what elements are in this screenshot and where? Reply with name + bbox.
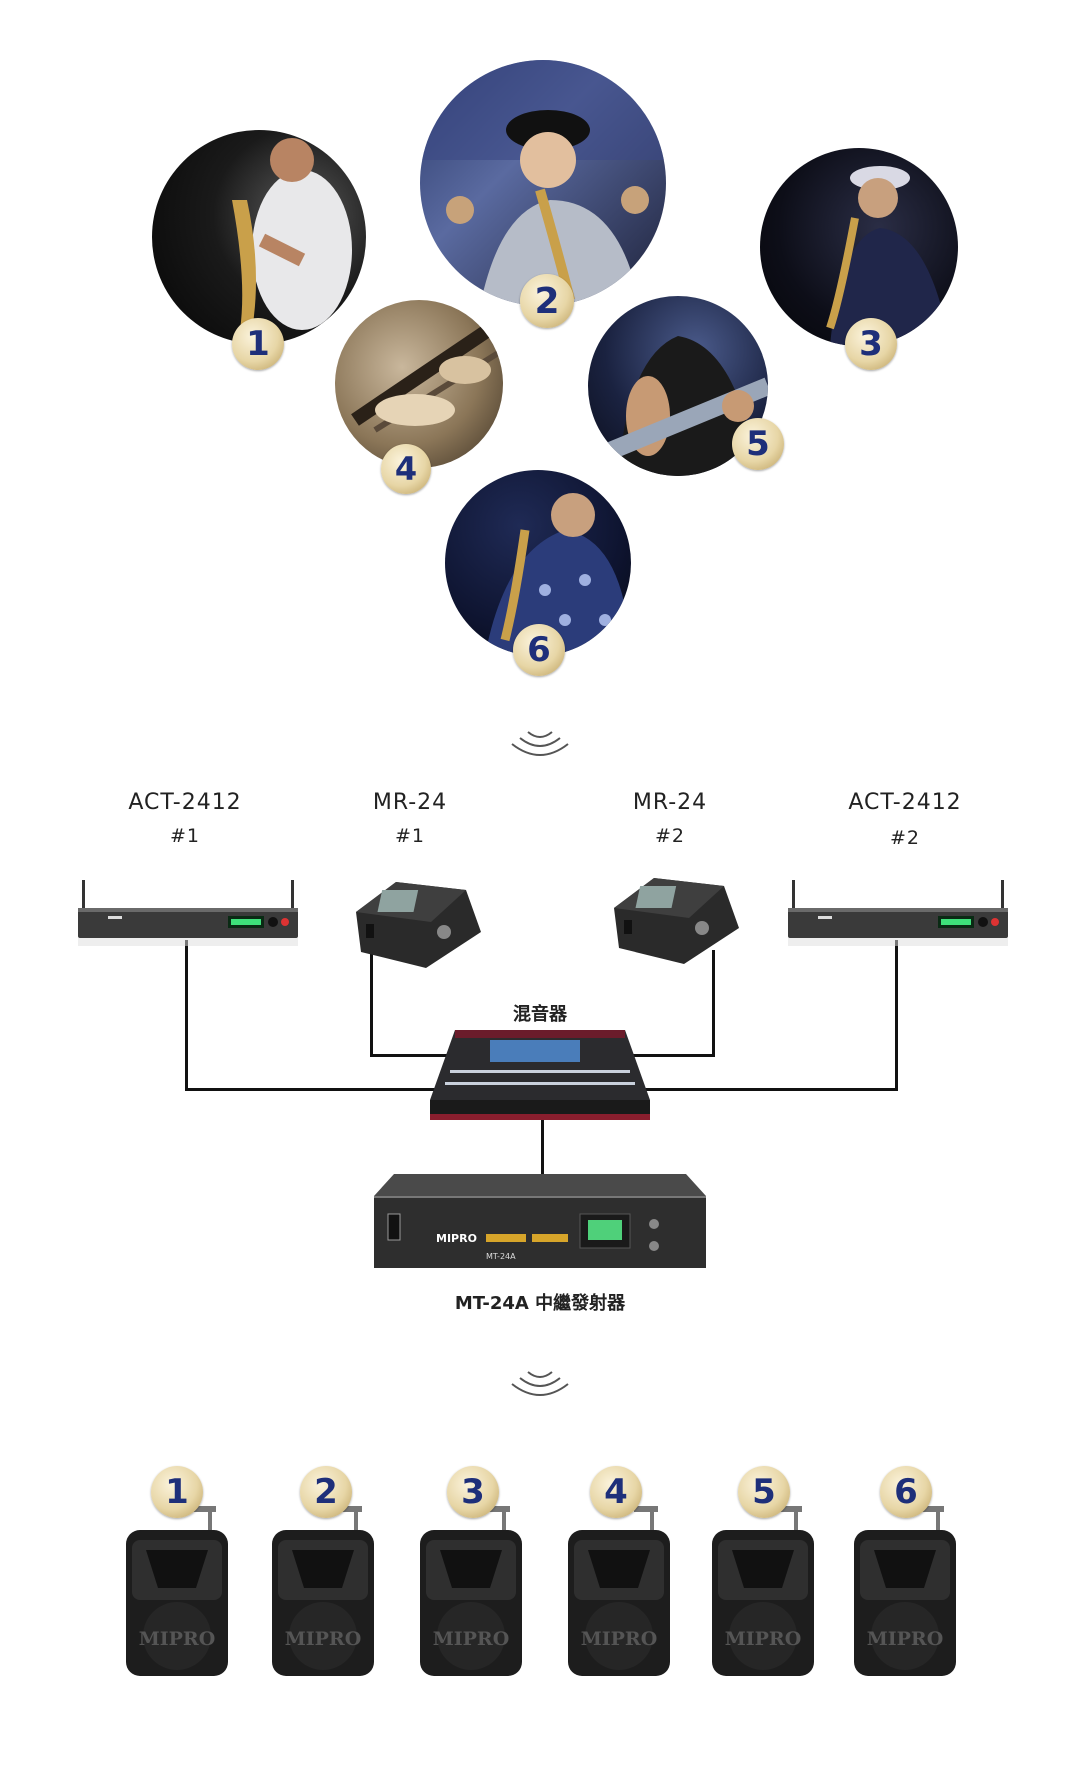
receiver-label-act2412-2: ACT-2412 #2 [830, 790, 980, 849]
mt24a-transmitter: MIPRO MT-24A [374, 1174, 706, 1272]
speaker-1: MIPRO [122, 1470, 232, 1680]
performer-badge-3: 3 [845, 318, 897, 370]
receiver-label-act2412-1: ACT-2412 #1 [110, 790, 260, 847]
act2412-receiver-2 [788, 878, 1008, 948]
transmitter-model: MT-24A [486, 1252, 516, 1261]
act2412-receiver-1 [78, 878, 298, 948]
transmitter-label: MT-24A 中繼發射器 [454, 1293, 626, 1314]
speaker-brand: MIPRO [580, 1628, 658, 1650]
receiver-unit: #2 [889, 827, 920, 849]
speaker-brand: MIPRO [432, 1628, 510, 1650]
mr24-receiver-1 [346, 872, 486, 972]
speaker-badge-4: 4 [590, 1466, 642, 1518]
receiver-unit: #2 [654, 825, 685, 847]
speaker-brand: MIPRO [866, 1628, 944, 1650]
speaker-3: MIPRO [416, 1470, 526, 1680]
mixing-console [430, 1030, 650, 1125]
receiver-model: ACT-2412 [128, 790, 242, 815]
performer-photo-4 [335, 300, 503, 468]
speaker-badge-6: 6 [880, 1466, 932, 1518]
speaker-brand: MIPRO [284, 1628, 362, 1650]
speaker-brand: MIPRO [138, 1628, 216, 1650]
mr24-receiver-2 [604, 868, 744, 968]
speaker-badge-1: 1 [151, 1466, 203, 1518]
performer-photo-2 [420, 60, 666, 306]
performer-badge-4: 4 [381, 444, 431, 494]
mixer-label: 混音器 [513, 1004, 567, 1025]
performer-badge-2: 2 [520, 274, 574, 328]
speaker-badge-3: 3 [447, 1466, 499, 1518]
performer-badge-5: 5 [732, 418, 784, 470]
wireless-signal-icon [500, 718, 580, 768]
performer-photo-1 [152, 130, 366, 344]
receiver-label-mr24-2: MR-24 #2 [595, 790, 745, 847]
performer-photo-3 [760, 148, 958, 346]
speaker-badge-2: 2 [300, 1466, 352, 1518]
receiver-unit: #1 [394, 825, 425, 847]
speaker-2: MIPRO [268, 1470, 378, 1680]
speaker-5: MIPRO [708, 1470, 818, 1680]
wireless-signal-icon-2 [500, 1358, 580, 1408]
performer-badge-6: 6 [513, 624, 565, 676]
receiver-model: MR-24 [372, 790, 448, 815]
receiver-label-mr24-1: MR-24 #1 [335, 790, 485, 847]
receiver-unit: #1 [169, 825, 200, 847]
performer-badge-1: 1 [232, 318, 284, 370]
speaker-brand: MIPRO [724, 1628, 802, 1650]
speaker-badge-5: 5 [738, 1466, 790, 1518]
transmitter-brand: MIPRO [436, 1232, 477, 1245]
receiver-model: MR-24 [632, 790, 708, 815]
speaker-6: MIPRO [850, 1470, 960, 1680]
receiver-model: ACT-2412 [848, 790, 962, 815]
speaker-4: MIPRO [564, 1470, 674, 1680]
